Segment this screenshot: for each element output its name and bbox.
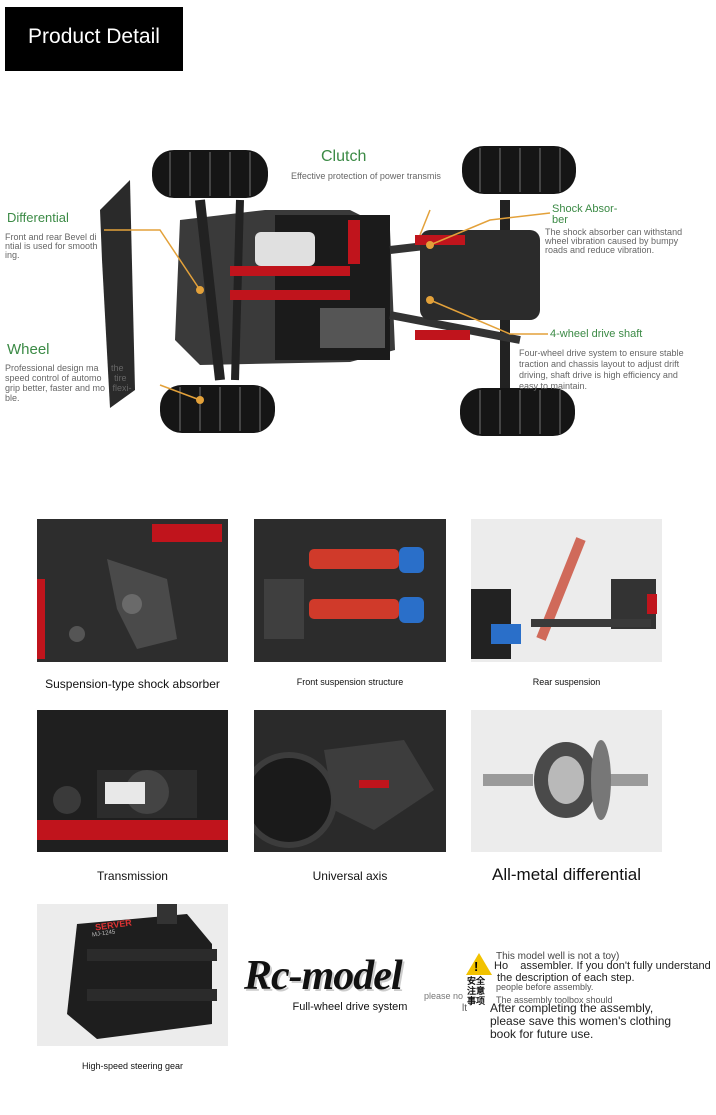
clutch-gear [348, 220, 360, 264]
servo [320, 308, 385, 348]
product-detail-header: Product Detail [5, 7, 183, 71]
callout-clutch-title: Clutch [321, 148, 367, 165]
photo-metal-differential [471, 710, 662, 852]
photo-transmission [37, 710, 228, 852]
notice-line-1: This model well is not a toy) [496, 951, 620, 962]
callout-differential-desc-1: Front and rear Bevel di [5, 232, 97, 242]
caption-front-suspension: Front suspension structure [296, 677, 404, 687]
rear-diff-cover [420, 230, 540, 320]
callout-shock-desc-1: The shock absorber can withstand [545, 227, 683, 237]
callout-shaft-desc-1: Four-wheel drive system to ensure stable [519, 348, 684, 358]
callout-shaft-desc-4: easy to maintain. [519, 381, 588, 391]
front-bumper [100, 180, 135, 408]
notice-ghost-2: lt [462, 1003, 467, 1014]
notice-line-2: Ho assembler. If you don't fully underst… [494, 960, 711, 972]
notice-ghost-1: please no [424, 991, 464, 1001]
warning-cjk-label: 安全注意事项 [467, 977, 486, 1007]
callout-differential-desc-2: ntial is used for smooth [5, 241, 98, 251]
callout-differential-desc-3: ing. [5, 250, 20, 260]
caption-steering-gear: High-speed steering gear [81, 1061, 184, 1071]
warning-glyph: ! [474, 959, 479, 974]
photo-suspension-shock [37, 519, 228, 662]
notice-line-6: After completing the assembly, [490, 1001, 654, 1015]
callout-clutch-desc: Effective protection of power transmis [291, 171, 441, 181]
callout-differential-title: Differential [7, 210, 69, 225]
notice-line-3: the description of each step. [497, 972, 635, 984]
chassis-overview-image [90, 140, 620, 440]
front-shock-1 [230, 266, 350, 276]
caption-rear-suspension: Rear suspension [532, 677, 601, 687]
notice-line-8: book for future use. [490, 1027, 594, 1041]
chassis-drawing [100, 146, 576, 436]
callout-wheel-desc-1: Professional design ma the [5, 363, 124, 373]
front-shock-2 [230, 290, 350, 300]
callout-shock-title-1: Shock Absor- [552, 203, 618, 215]
callout-shock-desc-2: wheel vibration caused by bumpy [545, 236, 679, 246]
photo-rear-suspension [471, 519, 662, 662]
notice-line-4: people before assembly. [496, 982, 594, 992]
rc-model-watermark: Rc-model [244, 953, 403, 999]
tire-rear-right [460, 388, 575, 436]
tire-front-right [160, 385, 275, 433]
caption-universal-axis: Universal axis [312, 869, 388, 883]
page-title: Product Detail [28, 25, 160, 48]
notice-line-7: please save this women's clothing [490, 1014, 672, 1028]
callout-wheel-title: Wheel [7, 341, 50, 358]
notice-line-5: The assembly toolbox should [496, 995, 613, 1005]
callout-wheel-desc-4: ble. [5, 393, 20, 403]
callout-wheel-desc-2: speed control of automo tire [5, 373, 127, 383]
callout-shock-title-2: ber [552, 214, 568, 226]
caption-metal-differential: All-metal differential [492, 865, 641, 884]
caption-transmission: Transmission [97, 869, 168, 883]
caption-suspension-shock: Suspension-type shock absorber [45, 677, 220, 691]
rear-shock-1 [415, 235, 465, 245]
callout-shaft-title: 4-wheel drive shaft [550, 328, 643, 340]
caption-full-wheel: Full-wheel drive system [292, 1001, 408, 1013]
callout-shock-desc-3: roads and reduce vibration. [545, 245, 655, 255]
rear-shock-2 [415, 330, 470, 340]
photo-universal-axis [254, 710, 446, 852]
callout-wheel-desc-3: grip better, faster and mo flexi- [5, 383, 132, 393]
photo-steering-gear: SERVER MJ-1245 [37, 904, 228, 1046]
motor [255, 232, 315, 266]
callout-shaft-desc-3: driving, shaft drive is high efficiency … [519, 370, 678, 380]
warning-icon [466, 953, 492, 975]
callout-shaft-desc-2: traction and chassis layout to adjust dr… [519, 359, 680, 369]
photo-front-suspension [254, 519, 446, 662]
